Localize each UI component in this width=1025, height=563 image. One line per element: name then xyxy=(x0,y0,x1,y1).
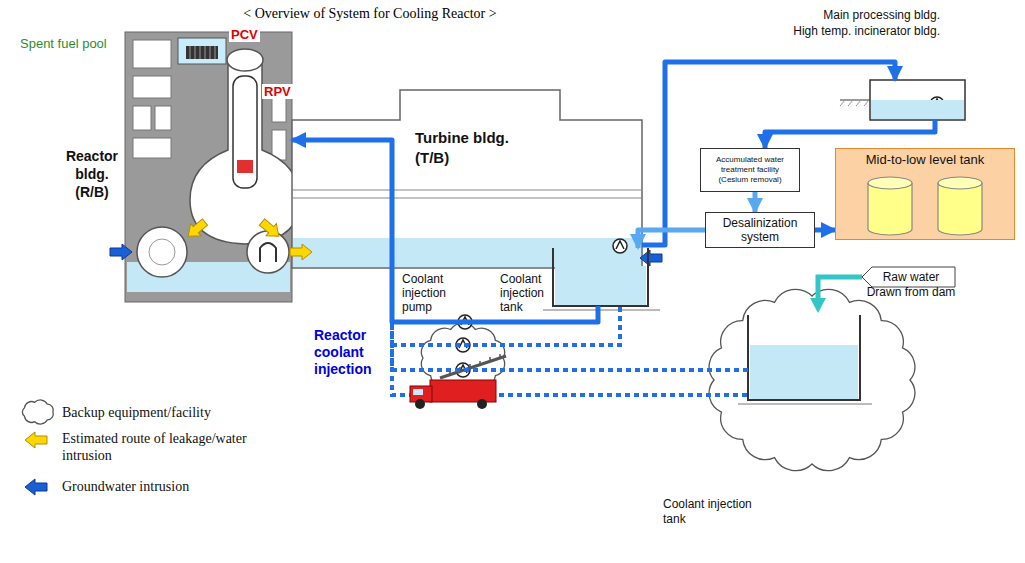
processing-building: Main processing bldg.High temp. incinera… xyxy=(870,80,965,120)
tank-cylinder xyxy=(868,183,912,235)
turbine-building xyxy=(292,190,642,198)
node-text: Coolant injection tank xyxy=(663,497,773,527)
legend-text: Estimated route of leakage/water intrusi… xyxy=(62,430,267,464)
spent-fuel-pool xyxy=(190,46,215,59)
leakage-arrow xyxy=(25,216,312,448)
leakage-arrow xyxy=(257,216,284,242)
source-label: Raw water Drawn from dam xyxy=(865,270,957,300)
backup-cloud xyxy=(22,289,915,470)
primary-containment-vessel xyxy=(190,49,300,244)
spent-fuel-pool xyxy=(178,38,226,64)
diagram-title: < Overview of System for Cooling Reactor… xyxy=(0,6,740,22)
coolant-tank xyxy=(543,310,660,311)
coolant-tank: Coolant injection tank xyxy=(553,248,648,306)
node-text: Reactor bldg. (R/B) xyxy=(63,147,121,201)
pipe-connector xyxy=(753,192,758,212)
turbine-building: Turbine bldg. (T/B) xyxy=(292,90,642,268)
suppression-chamber xyxy=(247,231,289,273)
coolant-tank xyxy=(555,266,646,305)
node-text: Mid-to-low level tank xyxy=(836,149,1014,168)
suppression-chamber xyxy=(137,227,289,277)
tank-cylinder xyxy=(868,177,912,189)
coolant-tank xyxy=(543,248,872,404)
tank-cylinder xyxy=(938,183,982,235)
suppression-chamber xyxy=(137,227,187,277)
pipe-connector xyxy=(815,228,835,233)
node-text: Turbine bldg. (T/B) xyxy=(415,128,525,168)
fire-truck xyxy=(413,389,423,395)
reactor-building xyxy=(133,138,171,158)
spent-fuel-pool xyxy=(178,38,226,64)
main-processing-building xyxy=(870,80,965,120)
groundwater-arrow xyxy=(25,479,47,495)
pump-symbol xyxy=(616,241,624,249)
part-label: Spent fuel pool xyxy=(20,36,107,52)
primary-containment-vessel xyxy=(190,62,300,244)
pump-label: Coolant injection pump xyxy=(402,272,464,314)
raw-water-pipe xyxy=(818,277,862,300)
treatment-box: Accumulated water treatment facility (Ce… xyxy=(700,148,800,192)
legend-text: Groundwater intrusion xyxy=(62,478,267,495)
flow-label: Reactor coolant injection xyxy=(314,327,386,378)
reactor-pressure-vessel xyxy=(233,76,257,188)
backup-coolant-tank: Coolant injection tank xyxy=(748,315,860,400)
reactor-pressure-vessel xyxy=(233,76,257,188)
node-text: Accumulated water treatment facility (Ce… xyxy=(706,155,794,185)
node-text: Coolant injection tank xyxy=(500,272,550,314)
reactor-building xyxy=(133,76,171,98)
vessel-label: PCV xyxy=(229,27,260,42)
backup-cloud xyxy=(22,400,53,424)
backup-cloud xyxy=(709,289,915,470)
primary-containment-vessel xyxy=(227,49,263,71)
reactor-building xyxy=(133,106,151,130)
coolant-tank xyxy=(738,404,872,405)
fire-truck xyxy=(477,399,487,409)
coolant-tank xyxy=(748,315,860,400)
desalination-box: Desalinization system xyxy=(705,212,815,248)
pipe-connector xyxy=(765,120,935,148)
raw-water-pipe xyxy=(810,298,826,313)
legend-text: Backup equipment/facility xyxy=(62,404,267,421)
leakage-arrow xyxy=(183,216,210,242)
reactor-pressure-vessel xyxy=(237,160,253,173)
node-text: High temp. incinerator bldg. xyxy=(793,24,940,39)
pipe-connector xyxy=(638,230,705,248)
coolant-tank xyxy=(553,248,648,306)
groundwater-arrow xyxy=(110,244,132,260)
suppression-chamber xyxy=(260,243,276,262)
vessel-label: RPV xyxy=(262,84,293,99)
node-text: Main processing bldg. xyxy=(823,8,940,23)
reactor-building xyxy=(155,106,171,130)
leakage-arrow xyxy=(290,244,312,260)
main-processing-building xyxy=(840,100,869,106)
fire-truck xyxy=(430,380,496,402)
main-processing-building xyxy=(840,80,965,120)
turbine-building xyxy=(293,238,641,267)
main-processing-building xyxy=(871,100,964,119)
node-text: Desalinization system xyxy=(711,216,809,244)
groundwater-arrow xyxy=(640,250,662,266)
tank-cylinder xyxy=(938,177,982,189)
pump-symbol xyxy=(613,239,627,253)
spent-fuel-pool xyxy=(186,46,218,59)
reactor-building xyxy=(133,40,171,68)
fire-truck xyxy=(410,354,506,409)
storage-tank-box: Mid-to-low level tank xyxy=(835,148,1015,240)
pipe-connector xyxy=(292,140,598,322)
coolant-tank xyxy=(750,345,858,399)
turbine-building xyxy=(292,90,642,268)
leakage-arrow xyxy=(25,432,47,448)
fire-truck xyxy=(415,399,425,409)
suppression-chamber xyxy=(149,239,175,265)
reactor-building: Reactor bldg. (R/B) xyxy=(125,32,292,302)
turbine-building xyxy=(292,90,642,268)
